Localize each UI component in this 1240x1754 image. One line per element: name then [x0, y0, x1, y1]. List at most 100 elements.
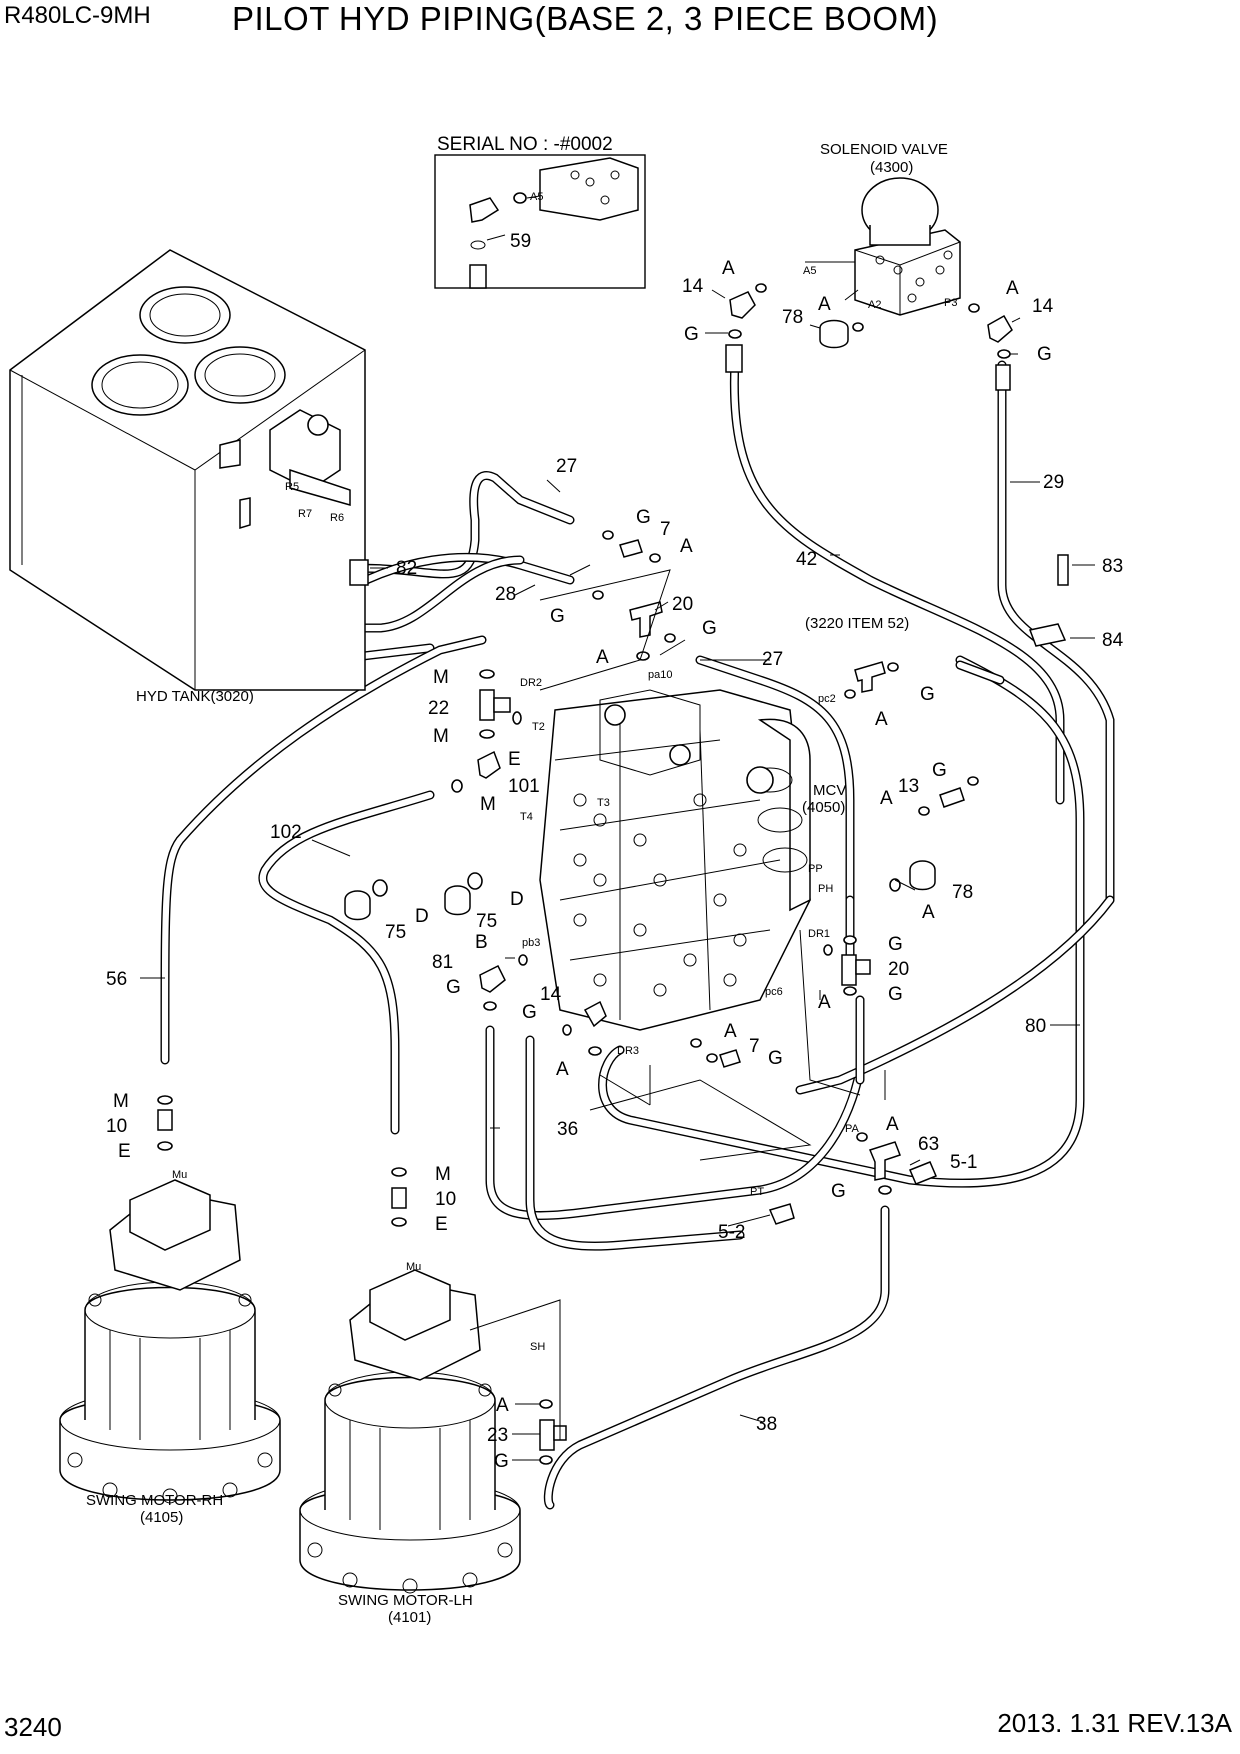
- callout-n-aa: A: [680, 536, 693, 557]
- callout-n-d1: D: [415, 906, 429, 927]
- callout-n-ag: A: [724, 1021, 737, 1042]
- callout-s-a1: A: [722, 258, 735, 279]
- port-pc2: pc2: [818, 693, 836, 705]
- mcv-body: [539, 689, 811, 1031]
- callout-n-af: A: [818, 992, 831, 1013]
- port-r7: R7: [298, 508, 312, 520]
- ref-3220-label: (3220 ITEM 52): [805, 615, 909, 632]
- callout-n-m2: M: [433, 726, 449, 747]
- port-p3: P3: [944, 297, 957, 309]
- page-title: PILOT HYD PIPING(BASE 2, 3 PIECE BOOM): [232, 0, 939, 37]
- callout-n36: 36: [557, 1119, 578, 1140]
- callout-n-b: B: [475, 932, 488, 953]
- callout-n20a: 20: [672, 594, 693, 615]
- callout-n84: 84: [1102, 630, 1124, 651]
- callout-n-gc: G: [702, 618, 717, 639]
- callout-n22: 22: [428, 698, 449, 719]
- callout-n82: 82: [396, 558, 417, 579]
- callout-n23: 23: [487, 1425, 508, 1446]
- callout-n63: 63: [918, 1134, 939, 1155]
- callout-s-14a: 14: [682, 276, 704, 297]
- callout-n29: 29: [1043, 472, 1064, 493]
- callout-n52: 5-2: [718, 1222, 745, 1243]
- callout-n28: 28: [495, 584, 516, 605]
- serial-inset: [434, 154, 646, 289]
- component-labels: SERIAL NO : -#0002 A5 59 SOLENOID VALVE …: [86, 134, 948, 1626]
- inset-port-label: A5: [530, 191, 543, 203]
- solenoid-valve: [854, 177, 961, 316]
- model-number: R480LC-9MH: [4, 2, 151, 29]
- callout-n-gi: G: [888, 984, 903, 1005]
- callout-n101: 101: [508, 776, 540, 797]
- fittings: [157, 283, 1069, 1465]
- swing-motor-lh: [299, 1269, 521, 1594]
- callout-n-ah: A: [556, 1059, 569, 1080]
- callout-s-a3: A: [1006, 278, 1019, 299]
- callout-n-ai: A: [886, 1114, 899, 1135]
- callout-n80: 80: [1025, 1016, 1046, 1037]
- callout-n83: 83: [1102, 556, 1123, 577]
- callout-n78: 78: [952, 882, 973, 903]
- callout-s-78: 78: [782, 307, 803, 328]
- port-dr3: DR3: [617, 1045, 639, 1057]
- port-a2: A2: [868, 299, 881, 311]
- swing-motor-lh-label: SWING MOTOR-LH: [338, 1592, 473, 1609]
- port-r6: R6: [330, 512, 344, 524]
- callout-n-ad: A: [880, 788, 893, 809]
- callout-n-gj: G: [768, 1048, 783, 1069]
- revision-date: 2013. 1.31 REV.13A: [997, 1708, 1232, 1738]
- swing-motor-rh: [59, 1179, 281, 1504]
- swing-motor-rh-code: (4105): [140, 1509, 183, 1526]
- callout-n7b: 7: [749, 1036, 760, 1057]
- port-t4: T4: [520, 811, 533, 823]
- callout-n75a: 75: [385, 922, 406, 943]
- port-mu-lh: Mu: [406, 1261, 421, 1273]
- port-a5: A5: [803, 265, 816, 277]
- callout-n-d2: D: [510, 889, 524, 910]
- callout-n13: 13: [898, 776, 919, 797]
- port-dr2: DR2: [520, 677, 542, 689]
- hyd-tank-label: HYD TANK(3020): [136, 688, 254, 705]
- callout-n42: 42: [796, 549, 817, 570]
- callout-n-ge: G: [932, 760, 947, 781]
- callout-n81: 81: [432, 952, 453, 973]
- callout-n27b: 27: [762, 649, 783, 670]
- callout-n-m5: M: [435, 1164, 451, 1185]
- callout-n-ga: G: [636, 507, 651, 528]
- callout-s-g1: G: [684, 324, 699, 345]
- callout-n-m4: M: [113, 1091, 129, 1112]
- callout-n-gh: G: [888, 934, 903, 955]
- callout-n-gf: G: [446, 977, 461, 998]
- port-pa10: pa10: [648, 669, 672, 681]
- callout-n-e2: E: [118, 1141, 131, 1162]
- callout-n-ae: A: [922, 902, 935, 923]
- port-labels: A5 A2 P3 R5 R7 R6 DR2 T2 T3 T4 pa10 pc2 …: [172, 265, 957, 1353]
- callout-n-gb: G: [550, 606, 565, 627]
- swing-motor-lh-code: (4101): [388, 1609, 431, 1626]
- callout-n51: 5-1: [950, 1152, 977, 1173]
- callout-n-e1: E: [508, 749, 521, 770]
- solenoid-valve-label: SOLENOID VALVE: [820, 141, 948, 158]
- port-mu-rh: Mu: [172, 1169, 187, 1181]
- callout-n-gg: G: [522, 1002, 537, 1023]
- inset-serial-label: SERIAL NO : -#0002: [437, 134, 613, 155]
- hyd-tank: [9, 249, 366, 691]
- port-sh: SH: [530, 1341, 545, 1353]
- page-number: 3240: [4, 1712, 62, 1742]
- callout-labels: A 14 G A 78 A 14 G 27 G 7 A 29 42 82 28 …: [106, 258, 1124, 1472]
- solenoid-valve-code: (4300): [870, 159, 913, 176]
- callout-n7a: 7: [660, 519, 671, 540]
- port-r5: R5: [285, 481, 299, 493]
- callout-n10b: 10: [435, 1189, 456, 1210]
- callout-n27a: 27: [556, 456, 577, 477]
- callout-n20b: 20: [888, 959, 909, 980]
- callout-n-gd: G: [920, 684, 935, 705]
- callout-n-gk: G: [831, 1181, 846, 1202]
- mcv-code: (4050): [802, 799, 845, 816]
- callout-n56: 56: [106, 969, 127, 990]
- callout-s-g2: G: [1037, 344, 1052, 365]
- mcv-label: MCV: [813, 782, 846, 799]
- callout-s-14b: 14: [1032, 296, 1054, 317]
- port-dr1: DR1: [808, 928, 830, 940]
